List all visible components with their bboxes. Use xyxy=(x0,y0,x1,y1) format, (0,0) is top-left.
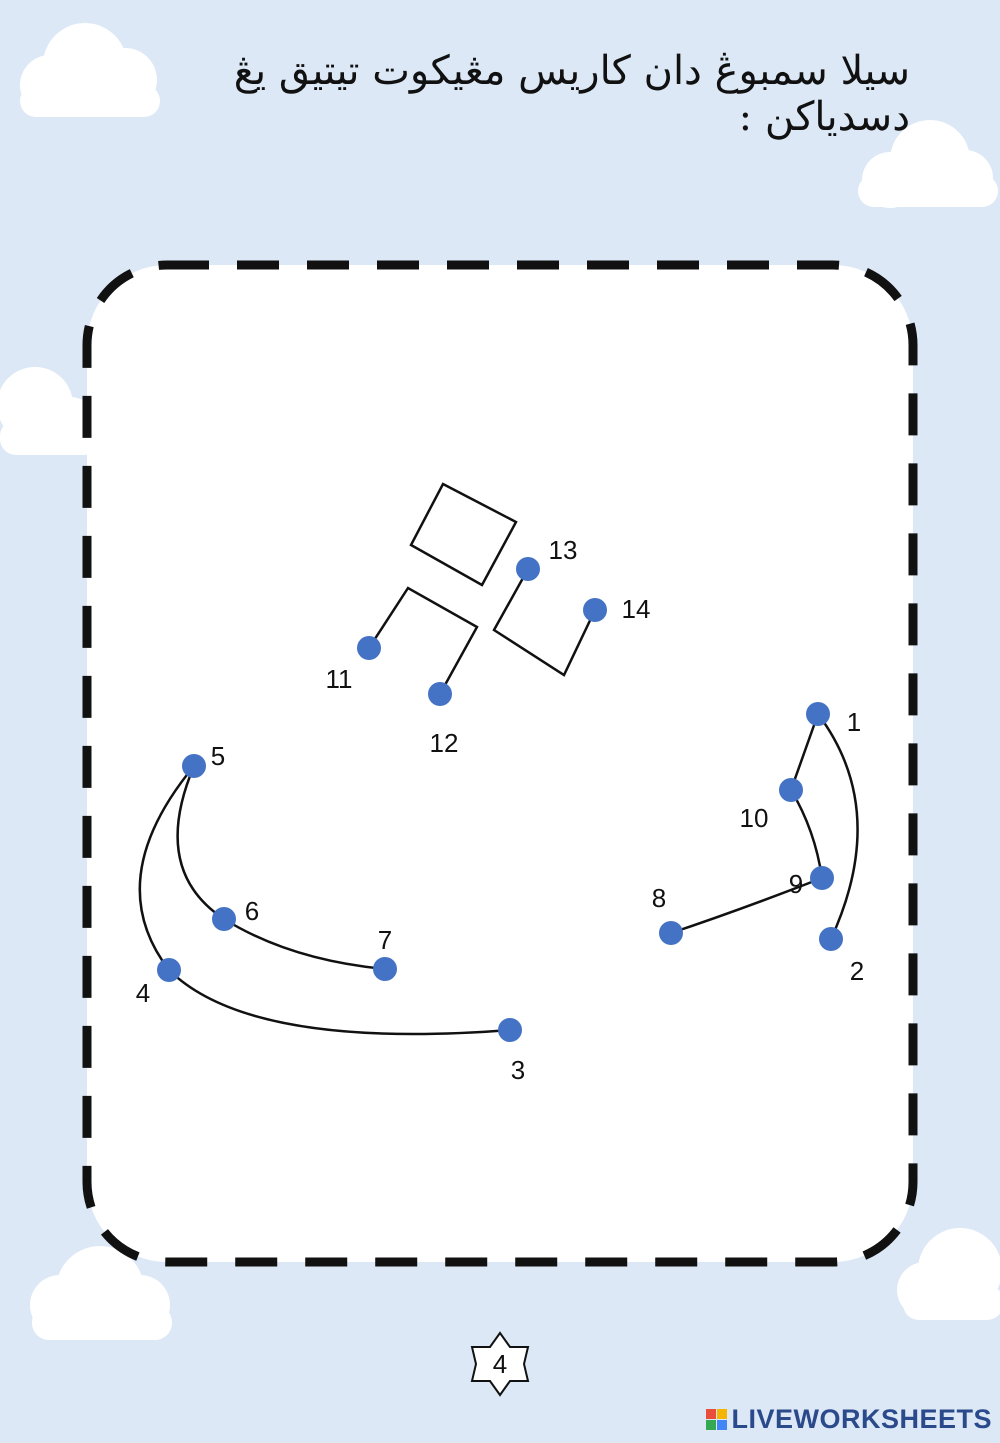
dot-2[interactable] xyxy=(819,927,843,951)
dot-label-8: 8 xyxy=(652,883,666,913)
bracket-11-12 xyxy=(367,586,479,695)
curve-1-2 xyxy=(816,713,859,940)
dot-label-2: 2 xyxy=(850,956,864,986)
dot-label-12: 12 xyxy=(430,728,459,758)
cloud-top-left xyxy=(20,23,160,117)
dot-6[interactable] xyxy=(212,907,236,931)
brand-logo-icon xyxy=(706,1409,728,1430)
dot-14[interactable] xyxy=(583,598,607,622)
dot-1[interactable] xyxy=(806,702,830,726)
instruction-text: سيلا سمبوڠ دان كاريس مڠيكوت تيتيق يڠ دسد… xyxy=(233,48,910,140)
cloud-top-right xyxy=(858,120,998,208)
dot-8[interactable] xyxy=(659,921,683,945)
page-number-badge: 4 xyxy=(470,1331,530,1397)
dot-9[interactable] xyxy=(810,866,834,890)
dot-label-3: 3 xyxy=(511,1055,525,1085)
dot-label-10: 10 xyxy=(740,803,769,833)
dot-13[interactable] xyxy=(516,557,540,581)
cloud-mid-left xyxy=(0,367,100,455)
cloud-bottom-left xyxy=(30,1246,172,1340)
brand-name: LIVEWORKSHEETS xyxy=(731,1404,992,1434)
dot-11[interactable] xyxy=(357,636,381,660)
brand-watermark: LIVEWORKSHEETS xyxy=(706,1404,992,1435)
dot-label-11: 11 xyxy=(326,664,353,694)
star-badge-icon xyxy=(470,1331,530,1397)
dot-5[interactable] xyxy=(182,754,206,778)
clouds xyxy=(0,23,1000,1340)
line-9-8 xyxy=(670,876,823,935)
dot-label-4: 4 xyxy=(136,978,150,1008)
dot-label-9: 9 xyxy=(789,869,803,899)
dashed-frame xyxy=(82,260,918,1267)
dot-label-14: 14 xyxy=(622,594,651,624)
dot-label-1: 1 xyxy=(847,707,861,737)
bracket-13-14 xyxy=(492,568,597,677)
dot-label-13: 13 xyxy=(549,535,578,565)
page-number: 4 xyxy=(493,1349,507,1379)
dot-3[interactable] xyxy=(498,1018,522,1042)
diamond-shape xyxy=(409,482,518,587)
dot-label-5: 5 xyxy=(211,741,225,771)
dot-4[interactable] xyxy=(157,958,181,982)
dot-label-6: 6 xyxy=(245,896,259,926)
dot-12[interactable] xyxy=(428,682,452,706)
dot-label-7: 7 xyxy=(378,925,392,955)
cloud-bottom-right xyxy=(897,1228,1000,1320)
dot-7[interactable] xyxy=(373,957,397,981)
dot-10[interactable] xyxy=(779,778,803,802)
